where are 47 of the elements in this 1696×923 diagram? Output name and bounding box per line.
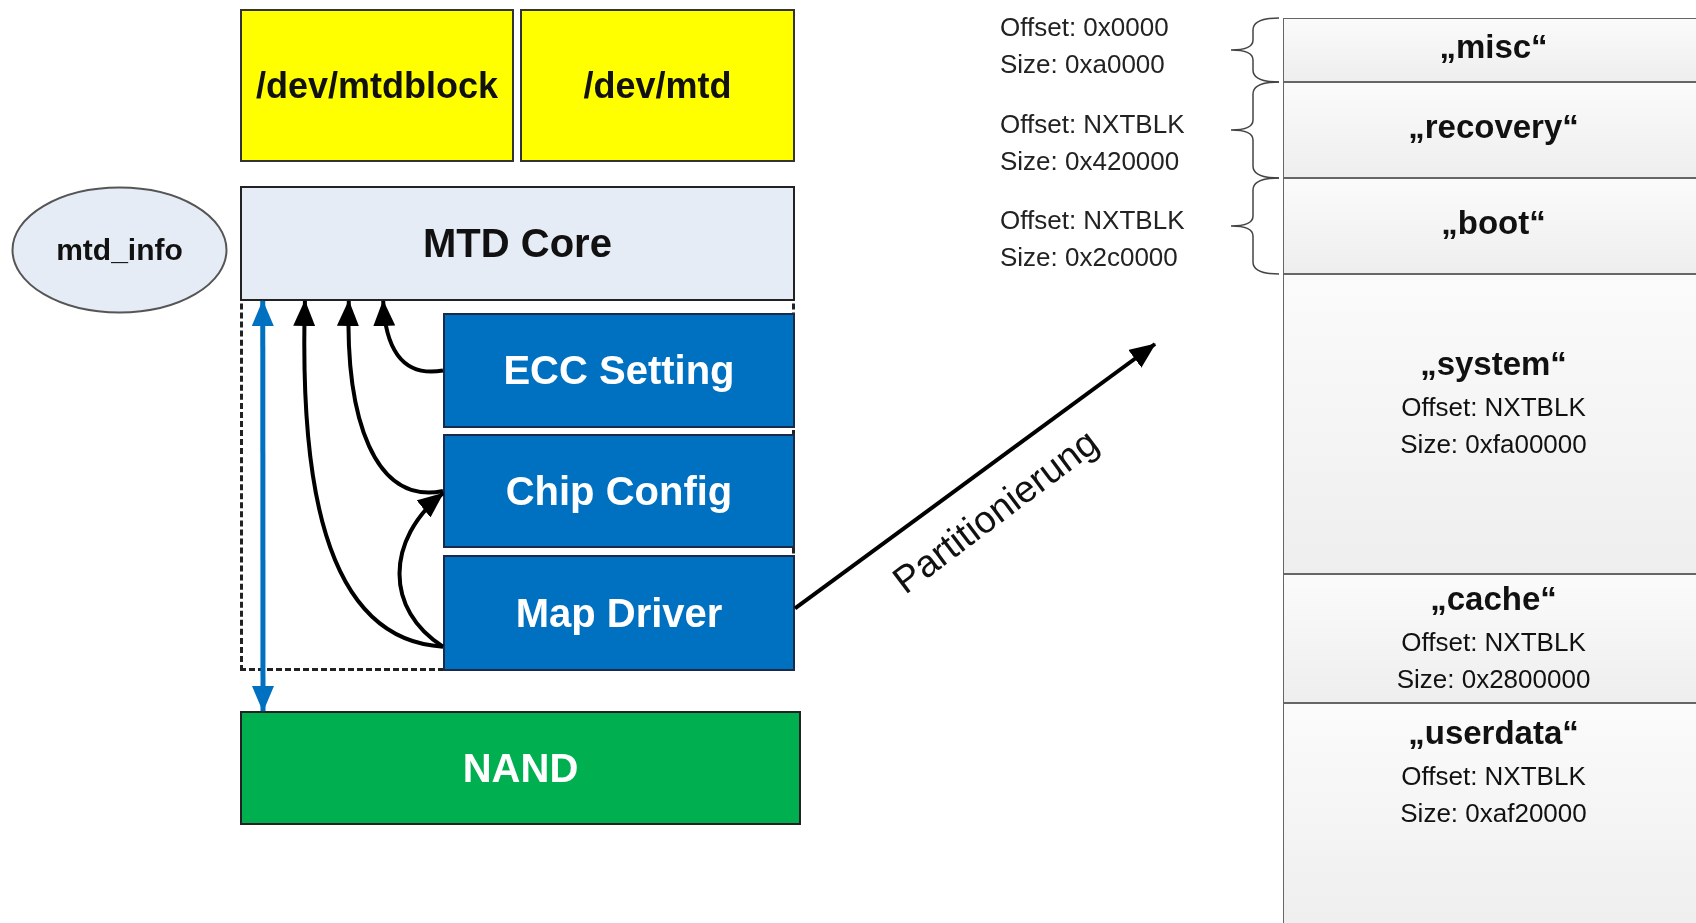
annotation-text: Size: 0xa0000: [1000, 49, 1165, 80]
node-label: mtd_info: [56, 233, 183, 267]
annotation-text: Offset: 0x0000: [1000, 12, 1169, 43]
node-label: Map Driver: [515, 590, 723, 636]
partition-box: [1283, 703, 1696, 923]
node-label: „misc“: [1439, 28, 1548, 66]
curved-arrow: [337, 300, 444, 495]
partition-box: [1283, 274, 1696, 574]
node-label: „boot“: [1441, 204, 1546, 242]
node-detail-text: Size: 0x2800000: [1396, 663, 1591, 695]
node-detail-text: Offset: NXTBLK: [1401, 626, 1586, 658]
node-label: „system“: [1420, 345, 1567, 383]
node-detail-text: Size: 0xaf20000: [1400, 798, 1587, 829]
node-label: ECC Setting: [503, 348, 735, 393]
partition-box: [1283, 82, 1696, 178]
driver-box: [443, 434, 795, 548]
annotation-text: Size: 0x2c0000: [1000, 242, 1178, 273]
node-detail-text: Size: 0xfa00000: [1400, 429, 1587, 460]
node-label: /dev/mtdblock: [255, 64, 499, 107]
node-label: „userdata“: [1408, 714, 1579, 752]
node-label: Chip Config: [505, 468, 733, 514]
curved-arrow: [397, 491, 445, 649]
node-label: /dev/mtd: [583, 64, 732, 107]
node-label: „recovery“: [1408, 108, 1579, 146]
annotation-text: Offset: NXTBLK: [1000, 205, 1185, 236]
dashed-group-box: [240, 186, 795, 671]
driver-box: [443, 313, 795, 428]
core-layer-box: [240, 186, 795, 301]
annotation-text: Offset: NXTBLK: [1000, 109, 1185, 140]
node-label: NAND: [462, 745, 579, 791]
driver-box: [443, 555, 795, 671]
curved-arrow: [293, 300, 444, 649]
partition-box: [1283, 18, 1696, 82]
node-detail-text: Offset: NXTBLK: [1401, 761, 1586, 792]
device-file-box: [520, 9, 795, 162]
arrow: [793, 342, 1157, 610]
partition-box: [1283, 178, 1696, 274]
double-arrow: [251, 300, 274, 712]
partition-box: [1283, 574, 1696, 703]
flash-chip-box: [240, 711, 801, 825]
data-structure-ellipse: [11, 186, 228, 314]
node-label: „cache“: [1430, 579, 1557, 618]
device-file-box: [240, 9, 514, 162]
node-detail-text: Offset: NXTBLK: [1401, 392, 1586, 423]
curved-arrow: [373, 300, 444, 374]
annotation-text: Size: 0x420000: [1000, 146, 1180, 177]
node-label: MTD Core: [423, 221, 612, 266]
